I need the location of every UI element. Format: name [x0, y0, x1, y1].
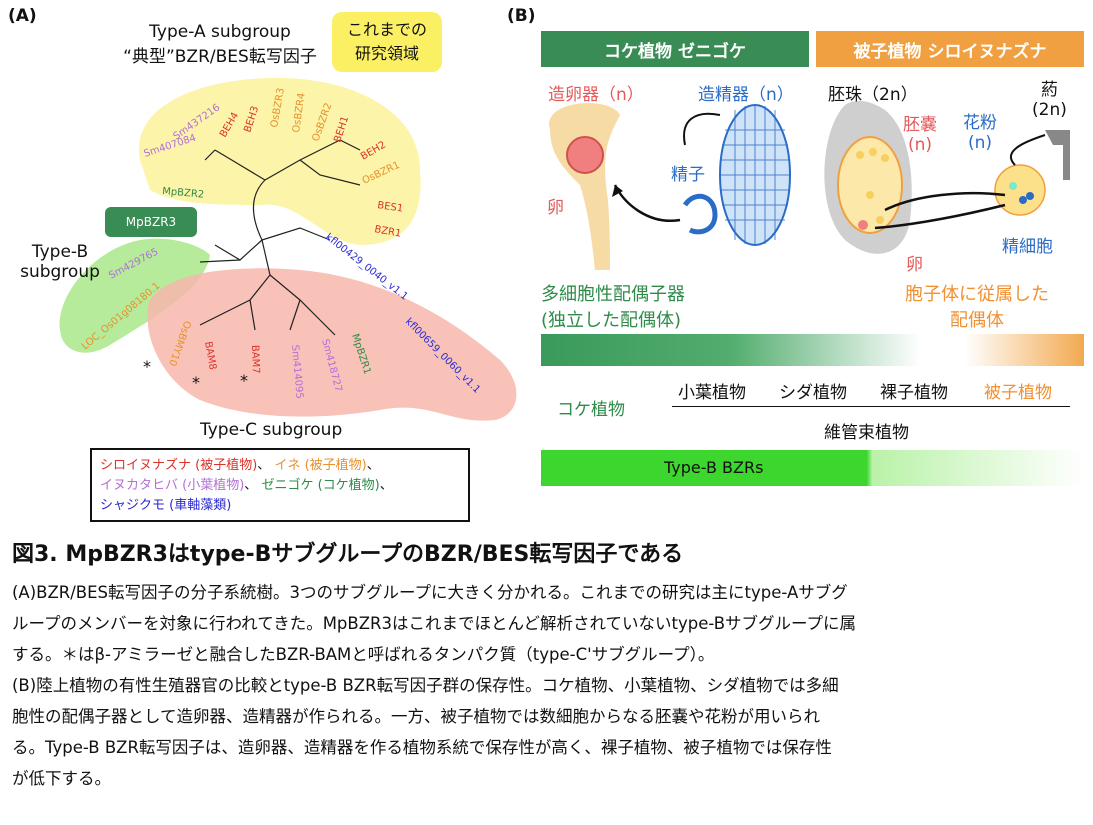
- type-a-title-line2: “典型”BZR/BES転写因子: [123, 47, 317, 67]
- research-badge-line2: 研究領域: [354, 44, 419, 63]
- caption-line-1: (A)BZR/BES転写因子の分子系統樹。3つのサブグループに大きく分かれる。こ…: [12, 583, 848, 602]
- taxon-fern: シダ植物: [779, 383, 847, 403]
- angio-header-label: 被子植物 シロイヌナズナ: [853, 41, 1047, 62]
- leaf-sm414095: Sm414095: [289, 344, 305, 399]
- figure-title: 図3. MpBZR3はtype-BサブグループのBZR/BES転写因子である: [12, 542, 684, 567]
- type-c-title: Type-C subgroup: [200, 420, 343, 440]
- anther-shape: [1045, 130, 1070, 180]
- asterisk-osbmy10: *: [143, 357, 151, 376]
- egg-cell: [566, 136, 604, 174]
- mpbzr3-label: MpBZR3: [125, 215, 177, 229]
- leaf-mpbzr2: MpBZR2: [162, 186, 205, 201]
- gametophyte-gradient-bar: [541, 334, 1084, 366]
- taxon-gymnosperm: 裸子植物: [880, 383, 948, 403]
- legend-arabidopsis: シロイヌナズナ (被子植物): [100, 458, 258, 473]
- sperm-label: 精子: [671, 165, 705, 185]
- caption-line-4: (B)陸上植物の有性生殖器官の比較とtype-B BZR転写因子群の保存性。コケ…: [12, 676, 839, 695]
- type-c-region: [147, 268, 517, 421]
- type-b-bzr-bar: Type-B BZRs: [541, 450, 1084, 486]
- dependent-line1: 胞子体に従属した: [905, 284, 1049, 305]
- mpbzr3-highlight: MpBZR3: [105, 207, 197, 237]
- legend-sep: 、: [244, 478, 258, 493]
- caption-line-7: が低下する。: [12, 769, 111, 788]
- taxon-moss: コケ植物: [557, 400, 625, 420]
- leaf-bam7: BAM7: [249, 345, 261, 374]
- caption-line-5: 胞性の配偶子器として造卵器、造精器が作られる。一方、被子植物では数細胞からなる胚…: [12, 707, 821, 726]
- vascular-bracket-line: [672, 406, 1070, 407]
- archegonium-shape: [549, 103, 620, 270]
- leaf-bam8: BAM8: [202, 341, 218, 371]
- asterisk-bam8: *: [192, 373, 200, 392]
- leaf-bzr1: BZR1: [373, 224, 402, 240]
- dependent-line2: 配偶体: [950, 310, 1004, 331]
- caption-line-6: る。Type-B BZR転写因子は、造卵器、造精器を作る植物系統で保存性が高く、…: [12, 738, 832, 757]
- legend-sep: 、: [379, 478, 393, 493]
- pollen-line2: (n): [967, 133, 993, 153]
- egg2-label: 卵: [906, 255, 923, 275]
- arrow-sperm-to-egg: [613, 184, 681, 223]
- type-a-title: Type-A subgroup “典型”BZR/BES転写因子: [120, 22, 320, 67]
- embryo-sac-line1: 胚嚢: [903, 115, 937, 135]
- taxon-lycophyte: 小葉植物: [678, 383, 746, 403]
- multicellular-line2: (独立した配偶体): [541, 310, 682, 331]
- panel-b-label: (B): [507, 6, 536, 26]
- legend-sep: 、: [257, 458, 271, 473]
- leaf-bes1: BES1: [377, 200, 404, 214]
- taxon-vascular: 維管束植物: [824, 423, 909, 443]
- pollen-line1: 花粉: [963, 113, 997, 133]
- legend-rice: イネ (被子植物): [274, 458, 367, 473]
- antheridium-label: 造精器（n）: [698, 85, 794, 105]
- taxon-angiosperm: 被子植物: [984, 383, 1052, 403]
- arrow-antheridium-to-sperm: [683, 112, 721, 146]
- type-b-bzr-label: Type-B BZRs: [664, 458, 764, 477]
- legend-selaginella: イヌカタヒバ (小葉植物): [100, 478, 245, 493]
- legend-marchantia: ゼニゴケ (コケ植物): [261, 478, 380, 493]
- embryo-sac-line2: (n): [907, 135, 933, 155]
- angiosperm-reproduction-illustration: [824, 100, 1070, 254]
- type-b-title-line1: Type-B: [31, 242, 89, 262]
- type-b-region: [59, 238, 210, 353]
- research-badge-line1: これまでの: [346, 20, 427, 39]
- type-a-title-line1: Type-A subgroup: [149, 22, 291, 42]
- moss-header-label: コケ植物 ゼニゴケ: [604, 41, 746, 62]
- dependent-desc: 胞子体に従属した 配偶体: [905, 282, 1049, 334]
- caption-line-2: ループのメンバーを対象に行われてきた。MpBZR3はこれまでほとんど解析されてい…: [12, 614, 857, 633]
- figure-caption: (A)BZR/BES転写因子の分子系統樹。3つのサブグループに大きく分かれる。こ…: [12, 577, 1087, 794]
- species-legend: シロイヌナズナ (被子植物)、 イネ (被子植物)、 イヌカタヒバ (小葉植物)…: [90, 448, 470, 522]
- sperm-shape: [682, 193, 718, 235]
- moss-reproduction-illustration: [549, 103, 791, 270]
- anther-line2: (2n): [1032, 100, 1067, 120]
- sperm-cell-label: 精細胞: [1002, 237, 1053, 257]
- egg2-cell: [858, 220, 868, 230]
- archegonium-label: 造卵器（n）: [548, 85, 644, 105]
- legend-klebsormidium: シャジクモ (車軸藻類): [100, 498, 232, 513]
- asterisk-bam7: *: [240, 371, 248, 390]
- multicellular-line1: 多細胞性配偶子器: [541, 284, 685, 305]
- anther-label: 葯 (2n): [1032, 75, 1067, 120]
- caption-line-3: する。＊はβ-アミラーゼと融合したBZR-BAMと呼ばれるタンパク質（type-…: [12, 645, 715, 664]
- ovule-label: 胚珠（2n）: [828, 85, 918, 105]
- legend-sep: 、: [366, 458, 380, 473]
- pollen-label: 花粉 (n): [963, 108, 997, 153]
- pollen-grain: [994, 164, 1046, 216]
- anther-line1: 葯: [1040, 80, 1058, 100]
- type-b-title: Type-B subgroup: [10, 242, 110, 282]
- angio-header: 被子植物 シロイヌナズナ: [816, 31, 1084, 67]
- egg-label: 卵: [547, 198, 564, 218]
- multicellular-desc: 多細胞性配偶子器 (独立した配偶体): [541, 282, 685, 334]
- phylogenetic-tree: Sm437216 Sm407084 BEH4 BEH3 OsBZR3 OsBZR…: [59, 77, 517, 421]
- type-b-title-line2: subgroup: [20, 262, 100, 282]
- embryo-sac-label: 胚嚢 (n): [903, 110, 937, 155]
- arrow-pollen-to-ovule-2: [874, 203, 1006, 230]
- arrow-pollen-to-ovule-1: [884, 191, 1006, 212]
- research-area-badge: これまでの 研究領域: [332, 12, 442, 72]
- type-a-region: [138, 77, 421, 246]
- moss-header: コケ植物 ゼニゴケ: [541, 31, 809, 67]
- panel-a-label: (A): [8, 6, 37, 26]
